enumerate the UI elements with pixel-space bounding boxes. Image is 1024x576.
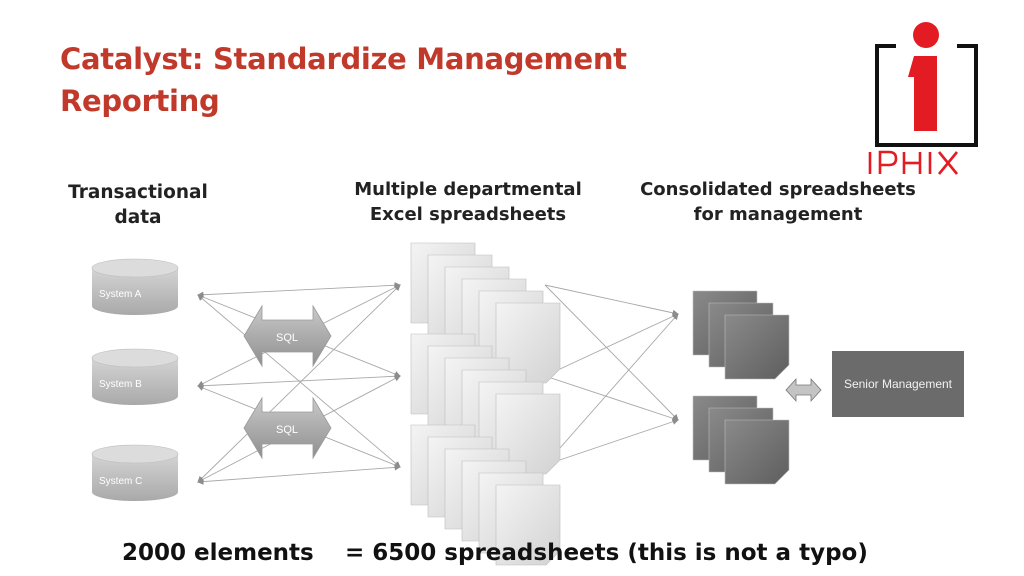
senior-management-box: Senior Management [832, 351, 964, 417]
iphix-logo [868, 22, 978, 175]
sql-arrow-top: SQL [243, 304, 332, 368]
management-double-arrow [785, 377, 822, 403]
senior-management-label: Senior Management [843, 377, 953, 391]
flow-arrow [544, 284, 679, 316]
consolidated-spreadsheet [724, 419, 790, 485]
system-a-label: System A [99, 289, 142, 300]
flow-arrow [197, 282, 401, 298]
flow-arrow [544, 375, 679, 422]
flow-arrow [544, 313, 679, 377]
flow-arrow [197, 464, 401, 485]
departmental-spreadsheets-heading: Multiple departmental Excel spreadsheets [354, 179, 582, 225]
departmental-spreadsheet [495, 484, 561, 566]
transactional-data-heading: Transactional data [68, 182, 208, 228]
spreadsheet-stacks [410, 242, 790, 566]
consolidated-spreadsheets-heading: Consolidated spreadsheets for management [640, 179, 916, 225]
sql-label-bottom: SQL [276, 424, 298, 436]
flow-arrow [544, 284, 679, 421]
consolidated-spreadsheet [724, 314, 790, 380]
logo-dot-icon [913, 22, 939, 48]
system-b-label: System B [99, 379, 142, 390]
sql-label-top: SQL [276, 332, 298, 344]
logo-wordmark [868, 150, 959, 175]
spreadsheet-count: = 6500 spreadsheets (this is not a typo) [345, 540, 868, 566]
flow-arrow [544, 313, 679, 466]
flow-arrow [197, 284, 401, 483]
slide-title: Catalyst: Standardize Management Reporti… [60, 42, 627, 118]
system-a-database: System A [91, 258, 179, 315]
flow-arrow [197, 373, 401, 389]
system-b-database: System B [91, 348, 179, 405]
system-c-label: System C [99, 476, 142, 487]
system-c-database: System C [91, 444, 179, 501]
elements-count: 2000 elements [122, 540, 314, 566]
sql-arrow-bottom: SQL [243, 396, 332, 460]
flow-arrow [544, 418, 679, 466]
